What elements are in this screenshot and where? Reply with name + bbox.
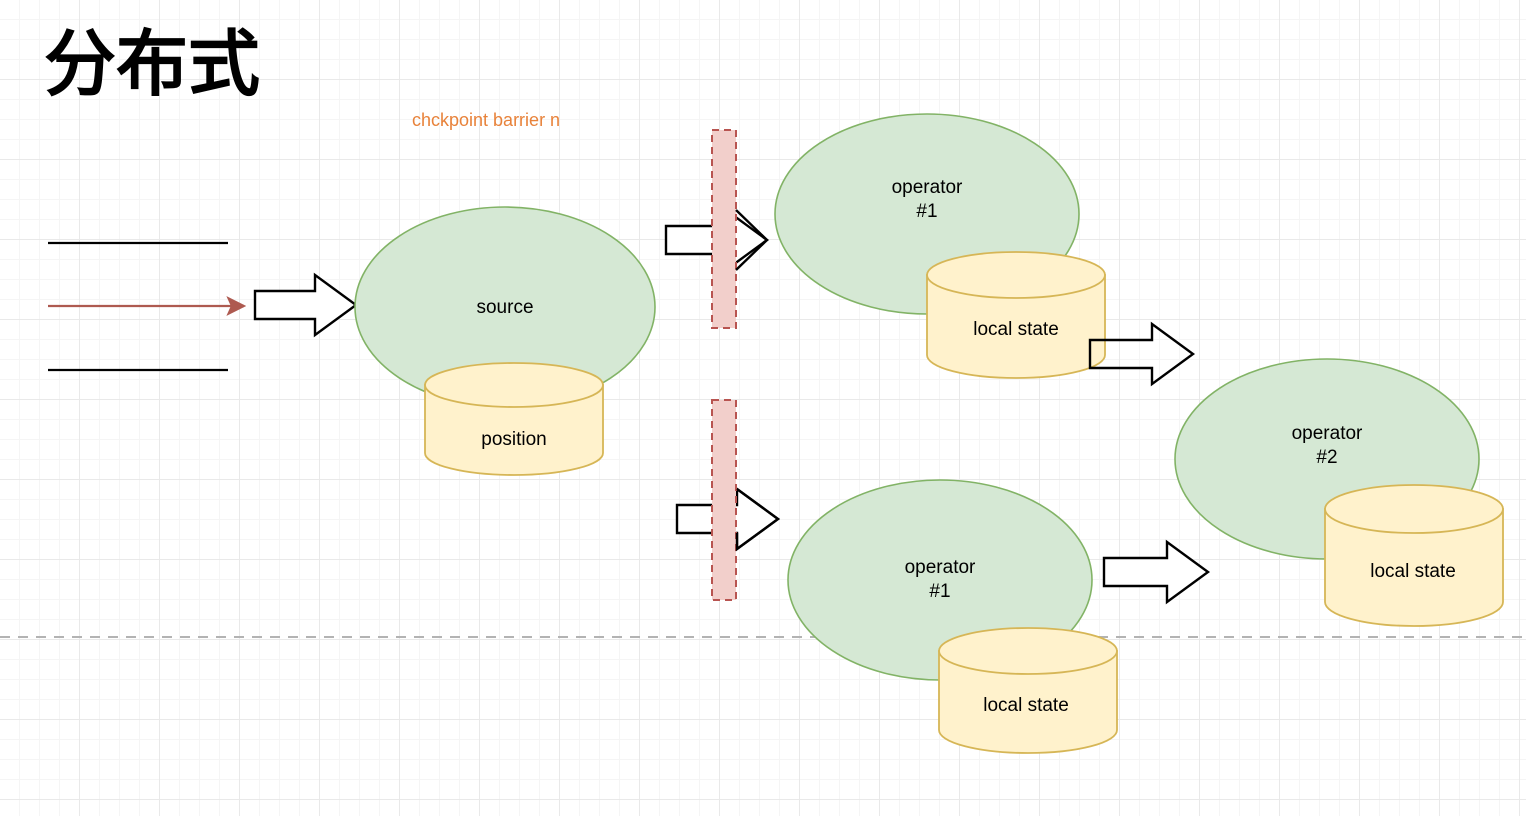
local-state-op2-cylinder [1324,484,1504,627]
arrowhead-bottom-overlay [735,488,781,552]
checkpoint-barrier-top [711,129,737,329]
page-title: 分布式 [44,25,261,105]
input-stream [48,241,247,372]
arrow-bottom-to-operator-2 [1102,539,1211,605]
local-state-top-cylinder [926,251,1106,379]
position-cylinder [424,362,604,476]
arrowhead-top-overlay [735,209,769,271]
arrow-stream-to-source [253,272,359,338]
checkpoint-barrier-bottom [711,399,737,601]
local-state-bottom-cylinder [938,627,1118,754]
arrow-top-to-operator-2 [1088,321,1196,387]
checkpoint-barrier-label: chckpoint barrier n [412,110,561,130]
